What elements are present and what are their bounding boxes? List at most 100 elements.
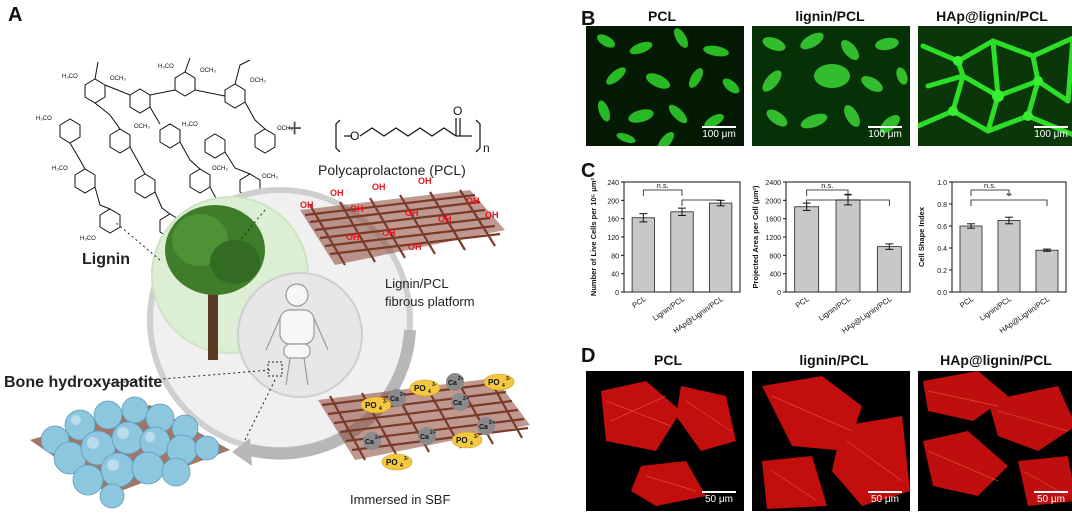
svg-text:H₃CO: H₃CO xyxy=(80,236,96,242)
title-d-pcl: PCL xyxy=(654,352,682,368)
y-tick-label: 0.2 xyxy=(937,268,947,275)
platform-label-line2: fibrous platform xyxy=(385,294,475,309)
bar-2 xyxy=(709,202,733,293)
y-tick-label: 200 xyxy=(607,198,619,205)
micrograph-b-hap-lignin-pcl: 100 μm xyxy=(918,26,1072,146)
svg-text:4: 4 xyxy=(379,406,382,412)
bar-1 xyxy=(997,220,1021,293)
svg-text:PO: PO xyxy=(365,401,377,410)
svg-text:4: 4 xyxy=(400,463,403,469)
arrow-head xyxy=(232,438,252,466)
bar-2 xyxy=(1035,249,1059,293)
panel-label-d: D xyxy=(581,345,596,367)
y-axis-label: Cell Shape Index xyxy=(917,206,926,267)
svg-text:OCH₃: OCH₃ xyxy=(250,78,266,84)
svg-text:O: O xyxy=(350,129,359,143)
svg-text:O: O xyxy=(453,104,462,118)
y-tick-label: 80 xyxy=(611,253,619,260)
svg-text:PO: PO xyxy=(456,436,468,445)
svg-text:OH: OH xyxy=(408,242,422,252)
svg-text:2+: 2+ xyxy=(458,376,464,382)
svg-text:Ca: Ca xyxy=(365,439,374,446)
svg-text:OCH₃: OCH₃ xyxy=(110,76,126,82)
svg-text:OCH₃: OCH₃ xyxy=(200,68,216,74)
svg-text:OH: OH xyxy=(466,196,480,206)
svg-text:H₃CO: H₃CO xyxy=(62,74,78,80)
pcl-label: Polycaprolactone (PCL) xyxy=(318,162,466,178)
svg-text:OH: OH xyxy=(485,210,499,220)
y-tick-label: 240 xyxy=(607,180,619,187)
bar-2 xyxy=(876,246,902,293)
y-axis-label: Projected Area per Cell (μm²) xyxy=(751,185,760,289)
svg-text:n: n xyxy=(483,141,490,155)
y-tick-label: 800 xyxy=(769,253,781,260)
significance-bracket xyxy=(970,189,1010,196)
svg-text:4: 4 xyxy=(502,383,505,389)
svg-text:3-: 3- xyxy=(506,376,511,382)
y-tick-label: 0.4 xyxy=(937,246,947,253)
x-tick-label: PCL xyxy=(794,294,811,310)
svg-text:PO: PO xyxy=(386,458,398,467)
y-tick-label: 40 xyxy=(611,272,619,279)
skeleton-figure xyxy=(265,283,329,386)
y-tick-label: 1.0 xyxy=(937,180,947,187)
svg-text:OH: OH xyxy=(350,204,364,214)
x-tick-label: Lignin/PCL xyxy=(817,294,852,322)
micrograph-d-hap-lignin-pcl: 50 μm xyxy=(918,371,1072,511)
significance-label: n.s. xyxy=(821,181,833,190)
panel-label-c: C xyxy=(581,160,596,182)
significance-label: n.s. xyxy=(657,181,669,190)
significance-label: ** xyxy=(845,191,851,200)
svg-text:Ca: Ca xyxy=(479,424,488,431)
micrograph-b-lignin-pcl: 100 μm xyxy=(752,26,910,146)
significance-bracket xyxy=(642,189,683,196)
tree-trunk xyxy=(208,280,218,360)
calcium-ions xyxy=(363,373,495,450)
immersed-label: Immersed in SBF xyxy=(350,492,451,507)
y-tick-label: 120 xyxy=(607,235,619,242)
y-tick-label: 2400 xyxy=(765,180,781,187)
svg-text:OCH₃: OCH₃ xyxy=(212,166,228,172)
title-b-pcl: PCL xyxy=(648,8,676,24)
svg-text:Ca: Ca xyxy=(448,380,457,387)
svg-text:4: 4 xyxy=(470,441,473,447)
svg-text:H₃CO: H₃CO xyxy=(36,116,52,122)
svg-text:H₃CO: H₃CO xyxy=(182,122,198,128)
svg-text:OH: OH xyxy=(330,188,344,198)
svg-text:OH: OH xyxy=(382,228,396,238)
svg-text:3-: 3- xyxy=(432,382,437,388)
y-axis-label: Number of Live Cells per 10⁵ μm² xyxy=(589,177,598,296)
micrograph-d-lignin-pcl: 50 μm xyxy=(752,371,910,511)
svg-text:H₃CO: H₃CO xyxy=(158,64,174,70)
x-tick-label: Lignin/PCL xyxy=(651,294,686,322)
title-b-lignin-pcl: lignin/PCL xyxy=(795,8,865,24)
schematic-svg: H₃CO OCH₃ H₃CO OCH₃ OCH₃ H₃CO OCH₃ H₃CO OCH₃… xyxy=(30,57,530,509)
svg-text:3-: 3- xyxy=(383,399,388,405)
significance-label: n.s. xyxy=(984,181,996,190)
plus-sign: + xyxy=(287,113,302,143)
svg-text:2+: 2+ xyxy=(375,435,381,441)
svg-text:OH: OH xyxy=(418,176,432,186)
scale-bar-b-pcl: 100 μm xyxy=(702,126,736,140)
svg-text:OH: OH xyxy=(405,208,419,218)
svg-text:3-: 3- xyxy=(474,434,479,440)
scale-bar-d-lignin-pcl: 50 μm xyxy=(868,491,902,505)
svg-text:2+: 2+ xyxy=(489,420,495,426)
scale-bar-d-pcl: 50 μm xyxy=(702,491,736,505)
svg-text:Ca: Ca xyxy=(390,396,399,403)
schematic-a: H₃CO OCH₃ H₃CO OCH₃ OCH₃ H₃CO OCH₃ H₃CO OCH₃… xyxy=(30,57,530,509)
bar-0 xyxy=(959,225,983,293)
y-tick-label: 0 xyxy=(615,290,619,297)
bar-0 xyxy=(794,206,820,293)
bone-hap-label: Bone hydroxyapatite xyxy=(4,374,163,391)
svg-text:OCH₃: OCH₃ xyxy=(277,126,293,132)
panel-label-b: B xyxy=(581,8,596,30)
y-tick-label: 400 xyxy=(769,272,781,279)
phosphate-ions xyxy=(360,373,515,471)
micrograph-d-pcl: 50 μm xyxy=(586,371,744,511)
y-tick-label: 0.8 xyxy=(937,202,947,209)
